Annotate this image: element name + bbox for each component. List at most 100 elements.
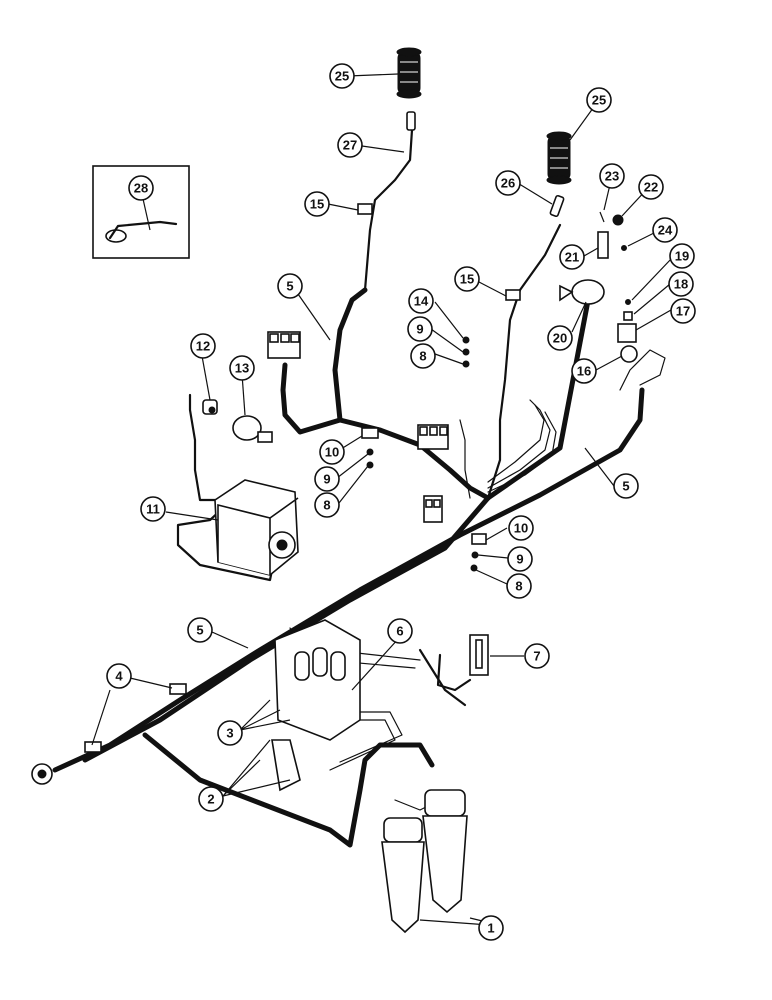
clamp-15-right <box>505 289 521 301</box>
callout-20: 20 <box>547 325 573 351</box>
svg-text:18: 18 <box>674 277 688 292</box>
sensor-12 <box>202 399 218 415</box>
screw-19 <box>625 299 631 305</box>
svg-text:8: 8 <box>323 498 330 513</box>
bracket-10-right <box>471 533 487 545</box>
callout-4: 4 <box>106 663 132 689</box>
callout-28: 28 <box>128 175 154 201</box>
callout-22: 22 <box>638 174 664 200</box>
svg-text:14: 14 <box>414 294 429 309</box>
svg-text:13: 13 <box>235 361 249 376</box>
svg-text:25: 25 <box>335 69 349 84</box>
callout-24: 24 <box>652 217 678 243</box>
connector-lower <box>423 495 443 523</box>
svg-text:26: 26 <box>501 176 515 191</box>
bracket-21 <box>597 231 609 259</box>
switch-16 <box>620 345 638 363</box>
callout-21: 21 <box>559 244 585 270</box>
nut-8-right <box>470 564 478 572</box>
part-24 <box>621 245 627 251</box>
svg-text:22: 22 <box>644 180 658 195</box>
svg-text:8: 8 <box>515 579 522 594</box>
callout-9-left: 9 <box>314 466 340 492</box>
washer-9-left <box>366 448 374 456</box>
control-box <box>214 479 299 576</box>
washer-9-top <box>462 348 470 356</box>
bracket-14 <box>462 336 470 344</box>
end-connector <box>31 763 53 785</box>
part-22 <box>612 214 624 226</box>
svg-text:5: 5 <box>196 623 203 638</box>
svg-text:23: 23 <box>605 169 619 184</box>
svg-text:17: 17 <box>676 304 690 319</box>
plate-17 <box>617 323 637 343</box>
callout-10-left: 10 <box>319 439 345 465</box>
svg-text:28: 28 <box>134 181 148 196</box>
clip-4-upper <box>169 683 187 695</box>
callout-23: 23 <box>599 163 625 189</box>
callout-8-right: 8 <box>506 573 532 599</box>
connector-center <box>417 424 449 450</box>
bracket-10-left <box>361 427 379 439</box>
callout-19: 19 <box>669 243 695 269</box>
svg-text:3: 3 <box>226 726 233 741</box>
svg-text:4: 4 <box>115 669 123 684</box>
callout-14: 14 <box>408 288 434 314</box>
svg-text:15: 15 <box>460 272 474 287</box>
svg-text:24: 24 <box>658 223 673 238</box>
nut-8-left <box>366 461 374 469</box>
grip-switch-27 <box>406 111 416 131</box>
svg-text:27: 27 <box>343 138 357 153</box>
clamp-15-upper <box>357 203 373 215</box>
leader-lines <box>91 73 673 927</box>
svg-text:19: 19 <box>675 249 689 264</box>
valve-block-6 <box>271 619 361 792</box>
svg-text:5: 5 <box>622 479 629 494</box>
sender-7 <box>469 634 489 676</box>
svg-text:6: 6 <box>396 624 403 639</box>
grip-upper <box>396 47 422 99</box>
callout-16: 16 <box>571 358 597 384</box>
callout-13: 13 <box>229 355 255 381</box>
callout-26: 26 <box>495 170 521 196</box>
callout-17: 17 <box>670 298 696 324</box>
svg-text:11: 11 <box>146 502 160 517</box>
callout-9-top: 9 <box>407 316 433 342</box>
callout-5-right: 5 <box>613 473 639 499</box>
callout-1: 1 <box>478 915 504 941</box>
grip-right <box>546 131 572 185</box>
filter-left <box>381 817 425 934</box>
washer-9-right <box>471 551 479 559</box>
callout-10-right: 10 <box>508 515 534 541</box>
svg-text:20: 20 <box>553 331 567 346</box>
svg-text:7: 7 <box>533 649 540 664</box>
horn-20 <box>559 279 605 305</box>
svg-text:2: 2 <box>207 792 214 807</box>
callout-8-top: 8 <box>410 343 436 369</box>
spacer-18 <box>623 311 633 321</box>
callout-7: 7 <box>524 643 550 669</box>
callout-27: 27 <box>337 132 363 158</box>
callout-9-right: 9 <box>507 546 533 572</box>
callout-25-right: 25 <box>586 87 612 113</box>
callout-6: 6 <box>387 618 413 644</box>
callout-15-right: 15 <box>454 266 480 292</box>
callout-11: 11 <box>140 496 166 522</box>
filter-right <box>422 789 468 914</box>
flasher-13 <box>232 415 273 443</box>
svg-text:9: 9 <box>416 322 423 337</box>
svg-text:9: 9 <box>516 552 523 567</box>
callout-2: 2 <box>198 786 224 812</box>
svg-text:16: 16 <box>577 364 591 379</box>
svg-text:12: 12 <box>196 339 210 354</box>
svg-text:10: 10 <box>325 445 339 460</box>
callout-5-upper: 5 <box>277 273 303 299</box>
grip-switch-26 <box>549 194 565 218</box>
callout-3: 3 <box>217 720 243 746</box>
svg-text:1: 1 <box>487 921 494 936</box>
callout-15-upper: 15 <box>304 191 330 217</box>
svg-text:25: 25 <box>592 93 606 108</box>
nut-8-top <box>462 360 470 368</box>
part-23 <box>599 211 605 223</box>
svg-text:9: 9 <box>323 472 330 487</box>
